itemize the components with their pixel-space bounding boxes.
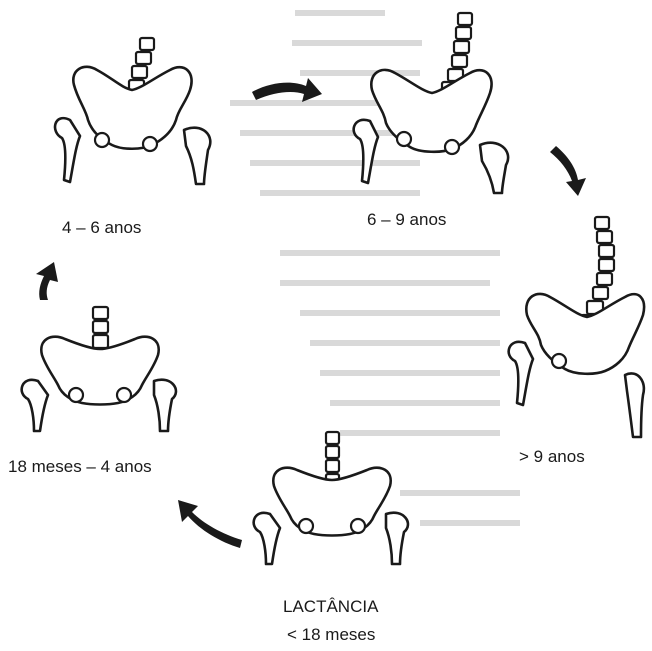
- arrow-18m-4a-to-4-6: [36, 262, 58, 300]
- stage-label-lactancia-age: < 18 meses: [287, 626, 375, 643]
- stage-label-lactancia: LACTÂNCIA: [283, 598, 378, 615]
- spine: [326, 432, 339, 486]
- stage-label-18-meses-4-anos: 18 meses – 4 anos: [8, 458, 152, 475]
- arrow-4-6-to-6-9: [252, 78, 322, 102]
- spine: [93, 307, 108, 348]
- pelvis-figure-18-meses-4-anos: [22, 307, 176, 431]
- stage-label-6-9-anos: 6 – 9 anos: [367, 211, 446, 228]
- stage-label-4-6-anos: 4 – 6 anos: [62, 219, 141, 236]
- pelvis-figure-4-6-anos: [55, 38, 210, 184]
- stage-label-mais-9-anos: > 9 anos: [519, 448, 585, 465]
- arrow-lactancia-to-18m-4a: [178, 500, 242, 548]
- arrow-6-9-to-gt9: [550, 146, 586, 196]
- pelvis-figure-lactancia: [254, 432, 408, 564]
- pelvis-figure-mais-9-anos: [509, 217, 644, 437]
